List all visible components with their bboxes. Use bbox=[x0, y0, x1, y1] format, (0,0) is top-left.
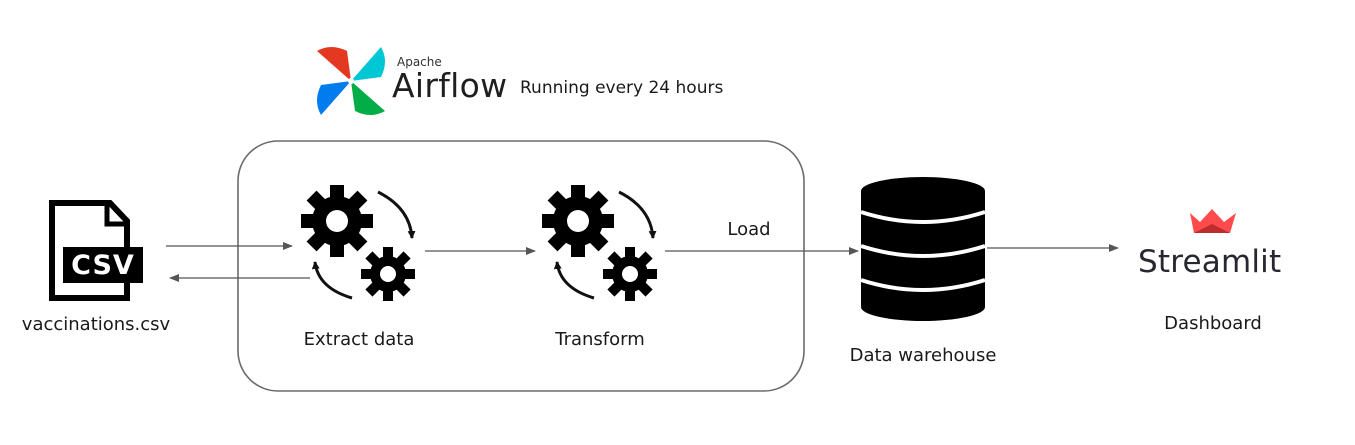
transform-gears-icon bbox=[542, 185, 657, 301]
airflow-logo-icon bbox=[317, 47, 385, 115]
airflow-logo-small-text: Apache bbox=[397, 55, 442, 69]
dashboard-label: Dashboard bbox=[1164, 313, 1262, 334]
load-label: Load bbox=[727, 219, 771, 240]
streamlit-logo-text: Streamlit bbox=[1138, 244, 1282, 280]
csv-file-icon bbox=[49, 200, 143, 301]
transform-label: Transform bbox=[555, 329, 645, 350]
airflow-dag-frame bbox=[237, 140, 805, 392]
extract-gears-icon bbox=[301, 185, 416, 301]
airflow-logo-text: Airflow bbox=[392, 66, 508, 105]
schedule-label: Running every 24 hours bbox=[520, 78, 724, 98]
warehouse-label: Data warehouse bbox=[849, 345, 997, 366]
source-file-label: vaccinations.csv bbox=[21, 314, 171, 335]
csv-badge-text: CSV bbox=[71, 249, 135, 281]
database-icon bbox=[860, 177, 986, 321]
streamlit-logo-icon bbox=[1190, 209, 1236, 233]
extract-label: Extract data bbox=[303, 329, 415, 350]
